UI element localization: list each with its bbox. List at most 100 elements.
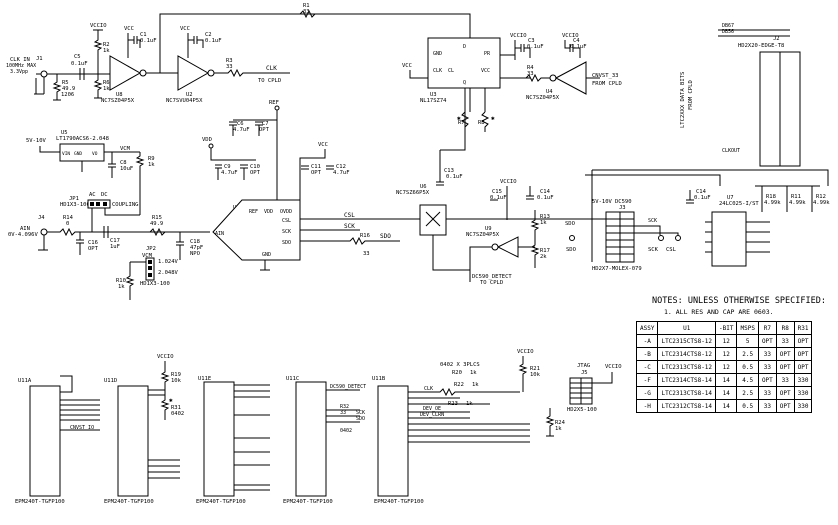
notes-block: NOTES: UNLESS OTHERWISE SPECIFIED: 1. AL… xyxy=(652,296,826,316)
u3-pin-d: D xyxy=(463,44,466,50)
jp2-part: HD1X3-100 xyxy=(140,281,170,287)
c1-value: 0.1uF xyxy=(140,38,157,44)
u5-part: LT1790ACS6-2.048 xyxy=(56,136,109,142)
jp2-option-b: 2.048V xyxy=(158,270,179,276)
u11b-dev-oe: DEV_OE xyxy=(423,406,441,412)
cnvst-net: CNVST_33 xyxy=(592,73,619,79)
table-cell: LTC2314CTS8-14 xyxy=(657,373,717,387)
u3-pin-gnd: GND xyxy=(433,51,442,57)
u4-part: NC7SZ04P5X xyxy=(526,95,560,101)
r10-ref: R10 xyxy=(116,278,126,284)
sck-net: SCK xyxy=(344,223,355,230)
c18-ref: C18 xyxy=(190,239,200,245)
r15-ref: R15 xyxy=(152,215,162,221)
table-cell: OPT xyxy=(775,347,795,361)
j3-part: HD2X7-MOLEX-079 xyxy=(592,266,642,272)
u7-part: 24LC025-I/ST xyxy=(719,201,759,207)
r14-ref: R14 xyxy=(63,215,74,221)
u3-pin-cl: CL xyxy=(448,68,454,74)
u11c-cpld-bank: U11C EPM240T-TGFP100 DC590_DETECT R32 33… xyxy=(283,376,366,505)
table-cell: LTC2313CTS8-12 xyxy=(657,360,717,374)
r24-value: 1k xyxy=(555,426,562,432)
r4-ref: R4 xyxy=(527,65,534,71)
c3-c4-caps: VCCIO C3 0.1uF VCCIO C4 0.1uF xyxy=(510,33,587,60)
u4-inverter: R4 33 U4 NC7SZ04P5X CNVST_33 FROM CPLD xyxy=(500,61,622,101)
u6-switch: C13 0.1uF U6 NC7SZ66P5X VCCIO C15 0.1uF … xyxy=(396,150,620,286)
jp1-ref: JP1 xyxy=(69,196,79,202)
table-header-cell: U1 xyxy=(657,321,717,335)
r3-value: 33 xyxy=(226,64,233,70)
c17-ref: C17 xyxy=(110,238,120,244)
r15-value: 49.9 xyxy=(150,221,163,227)
c10-ref: C10 xyxy=(250,164,260,170)
c15-ref: C15 xyxy=(492,189,502,195)
table-cell: 330 xyxy=(793,386,813,400)
table-cell: 33 xyxy=(757,360,777,374)
u6-ref: U6 xyxy=(420,184,427,190)
u8-ref: U8 xyxy=(116,92,123,98)
ref-net-1: REF xyxy=(269,100,279,106)
vccio-j5: VCCIO xyxy=(605,364,622,370)
r24-ref: R24 xyxy=(555,420,566,426)
u11d-part: EPM240T-TGFP100 xyxy=(104,499,154,505)
u11a-ref: U11A xyxy=(18,378,32,384)
table-cell: 12 xyxy=(715,334,738,348)
table-cell: -C xyxy=(635,360,659,374)
jp2-ref-jumper: JP2 VCM 1.024V 2.048V HD1X3-100 R10 1k xyxy=(116,246,179,300)
table-cell: 14 xyxy=(715,386,738,400)
table-cell: OPT xyxy=(757,373,777,387)
c11-value: OPT xyxy=(311,170,322,176)
r14-value: 0 xyxy=(66,221,69,227)
c18-type: NPO xyxy=(190,251,200,257)
sdo-tp-2: SDO xyxy=(566,247,576,253)
u3-flipflop: GND CLK VCC PR D Q CL U3 NL17SZ74 VCC R7… xyxy=(402,37,530,151)
v5-10-label: 5V-10V xyxy=(26,138,47,144)
clock-input-section: CLK IN 100MHz MAX 3.3Vpp J1 C5 0.1uF R5 … xyxy=(6,23,110,101)
u11b-cpld-bank: U11B EPM240T-TGFP100 0402 X 3PLCS R20 1k… xyxy=(372,349,622,505)
u9-part: NC7SZ04P5X xyxy=(466,232,500,238)
table-cell: -H xyxy=(635,399,659,413)
table-cell: 2.5 xyxy=(736,347,759,361)
u2-ref: U2 xyxy=(186,92,193,98)
vcm-net: VCM xyxy=(120,146,131,152)
r1-ref: R1 xyxy=(303,3,310,9)
vccio-3: VCCIO xyxy=(562,33,579,39)
u3-pin-vcc: VCC xyxy=(481,68,490,74)
table-cell: 14 xyxy=(715,399,738,413)
u3-pin-pr: PR xyxy=(484,51,491,57)
j4-ref: J4 xyxy=(38,215,45,221)
table-cell: OPT xyxy=(775,360,795,374)
jtag-label: JTAG xyxy=(577,363,590,369)
r21-ref: R21 xyxy=(530,366,540,372)
r22-ref: R22 xyxy=(454,382,464,388)
c8-ref: C8 xyxy=(120,160,127,166)
r20-value: 1k xyxy=(470,370,477,376)
db67-net: DB67 xyxy=(722,23,734,29)
r6-value: 1k xyxy=(103,86,110,92)
u1-pin-ovdd: OVDD xyxy=(280,209,292,215)
j3-ref: J3 xyxy=(619,205,626,211)
jp1-ac: AC xyxy=(89,192,96,198)
r5-ref: R5 xyxy=(62,80,69,86)
csl-net: CSL xyxy=(344,212,355,219)
u5-ref: U5 xyxy=(61,130,68,136)
r19-value: 10k xyxy=(171,378,182,384)
table-cell: -B xyxy=(635,347,659,361)
r17-ref: R17 xyxy=(540,248,550,254)
c1-ref: C1 xyxy=(140,32,147,38)
u7-ref: U7 xyxy=(727,195,734,201)
c14b-value: 0.1uF xyxy=(694,195,711,201)
r32-package: 0402 xyxy=(340,428,352,434)
u11c-ref: U11C xyxy=(286,376,299,382)
to-cpld-1: TO CPLD xyxy=(258,78,281,84)
r31-value: 0402 xyxy=(171,411,184,417)
r19-ref: R19 xyxy=(171,372,181,378)
r3pl-label: 0402 X 3PLCS xyxy=(440,362,480,368)
table-cell: -A xyxy=(635,334,659,348)
